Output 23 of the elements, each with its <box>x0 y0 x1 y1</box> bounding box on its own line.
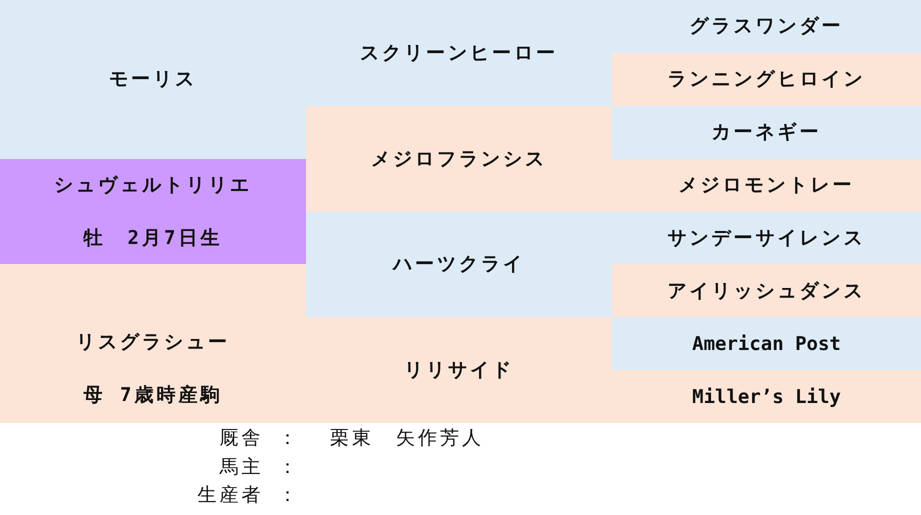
name-cell: モーリス <box>0 0 306 159</box>
note-text: 母 7歳時産駒 <box>82 383 224 408</box>
name-cell: ランニングヒロイン <box>612 52 921 106</box>
name-cell: サンデーサイレンス <box>612 212 921 264</box>
name-cell: Miller’s Lily <box>612 370 921 423</box>
name-cell: カーネギー <box>612 106 921 159</box>
name-text: リスグラシュー <box>75 330 231 354</box>
name-cell: アイリッシュダンス <box>612 264 921 318</box>
note-text: 牡 2月7日生 <box>82 226 224 250</box>
name-cell: スクリーンヒーロー <box>306 0 612 106</box>
name-cell: メジロフランシス <box>306 106 612 212</box>
field-label: 馬主 ： <box>220 455 300 479</box>
name-cell <box>0 264 306 423</box>
name-cell: メジロモントレー <box>612 158 921 212</box>
highlighted-cell <box>0 158 306 264</box>
name-cell: American Post <box>612 317 921 370</box>
field-label: 厩舎 ： <box>220 426 300 450</box>
name-cell: リリサイド <box>306 317 612 423</box>
field-value: 栗東 矢作芳人 <box>330 426 484 450</box>
name-cell: ハーツクライ <box>306 212 612 318</box>
name-cell: グラスワンダー <box>612 0 921 53</box>
field-label: 生産者 ： <box>198 483 300 507</box>
name-text: シュヴェルトリリエ <box>53 172 253 197</box>
